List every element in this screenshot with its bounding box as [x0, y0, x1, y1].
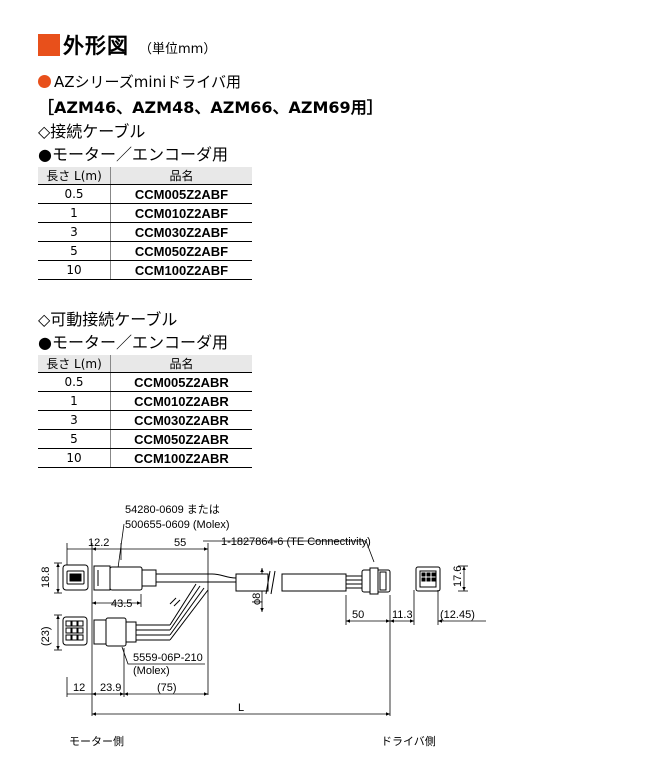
length-cell: 3	[38, 222, 111, 242]
dim-text-11-3: 11.3	[392, 609, 413, 621]
motor-side-label: モーター側	[69, 735, 124, 748]
page-title: 外形図 （単位mm）	[38, 30, 216, 60]
dim-text-17-6: 17.6	[452, 566, 464, 587]
dim-text-phi8: ϕ8	[251, 593, 263, 605]
product-cell: CCM005Z2ABF	[110, 184, 252, 204]
label-connector-motor-1: 54280-0609 または	[125, 503, 220, 516]
model-list: ［AZM46、AZM48、AZM66、AZM69用］	[38, 98, 383, 117]
table-header-row: 長さ L(m) 品名	[38, 355, 252, 373]
bullet-dot-icon	[38, 75, 51, 88]
section1-subheading: ●モーター／エンコーダ用	[38, 145, 228, 164]
driver-wires	[346, 575, 362, 589]
dim-text-18-8: 18.8	[40, 567, 52, 588]
dim-text-12-45: (12.45)	[440, 609, 475, 621]
leader-line	[121, 646, 205, 665]
product-cell: CCM050Z2ABR	[110, 429, 252, 449]
col-header-length: 長さ L(m)	[38, 355, 111, 373]
length-cell: 10	[38, 448, 111, 468]
product-cell: CCM030Z2ABF	[110, 222, 252, 242]
section1-heading: ◇接続ケーブル	[38, 122, 146, 141]
col-header-product: 品名	[110, 355, 252, 373]
label-connector-power-1: 5559-06P-210	[133, 652, 203, 664]
length-cell: 5	[38, 241, 111, 261]
dim-text-23: (23)	[40, 626, 52, 646]
motor-signal-connector	[93, 565, 157, 591]
length-cell: 0.5	[38, 184, 111, 204]
product-cell: CCM010Z2ABR	[110, 391, 252, 411]
dim-text-L: L	[238, 702, 244, 714]
product-cell: CCM005Z2ABR	[110, 372, 252, 392]
main-cable	[235, 570, 347, 595]
length-cell: 5	[38, 429, 111, 449]
length-cell: 1	[38, 203, 111, 223]
label-connector-motor-2: 500655-0609 (Molex)	[125, 519, 230, 531]
dim-text-55: 55	[174, 537, 186, 549]
cable-wires	[136, 573, 237, 641]
product-cell: CCM030Z2ABR	[110, 410, 252, 430]
power-connector-end-view	[62, 616, 88, 646]
label-connector-power-2: (Molex)	[133, 665, 170, 677]
series-text: AZシリーズminiドライバ用	[54, 73, 241, 91]
motor-power-connector	[93, 617, 137, 647]
product-cell: CCM100Z2ABR	[110, 448, 252, 468]
driver-connector	[361, 567, 391, 595]
length-cell: 10	[38, 260, 111, 280]
dim-text-23-9: 23.9	[100, 682, 121, 694]
product-cell: CCM010Z2ABF	[110, 203, 252, 223]
label-connector-driver: 1-1827864-6 (TE Connectivity)	[221, 536, 371, 548]
length-cell: 1	[38, 391, 111, 411]
motor-connector-end-view	[62, 564, 89, 591]
length-cell: 3	[38, 410, 111, 430]
table-header-row: 長さ L(m) 品名	[38, 167, 252, 185]
title-text: 外形図	[63, 34, 129, 58]
leader-line	[117, 523, 125, 569]
series-label: AZシリーズminiドライバ用	[38, 71, 241, 92]
col-header-product: 品名	[110, 167, 252, 185]
title-square-icon	[38, 34, 60, 56]
col-header-length: 長さ L(m)	[38, 167, 111, 185]
driver-connector-end-view	[415, 566, 441, 592]
driver-side-label: ドライバ側	[381, 735, 436, 748]
leader-line	[203, 540, 375, 563]
length-cell: 0.5	[38, 372, 111, 392]
dim-text-75: (75)	[157, 682, 177, 694]
section2-subheading: ●モーター／エンコーダ用	[38, 333, 228, 352]
dim-text-50: 50	[352, 609, 364, 621]
dim-text-12: 12	[73, 682, 85, 694]
section2-heading: ◇可動接続ケーブル	[38, 310, 178, 329]
dim-text-43-5: 43.5	[111, 598, 132, 610]
dim-text-12-2: 12.2	[88, 537, 109, 549]
product-cell: CCM100Z2ABF	[110, 260, 252, 280]
unit-label: （単位mm）	[139, 41, 217, 57]
product-cell: CCM050Z2ABF	[110, 241, 252, 261]
